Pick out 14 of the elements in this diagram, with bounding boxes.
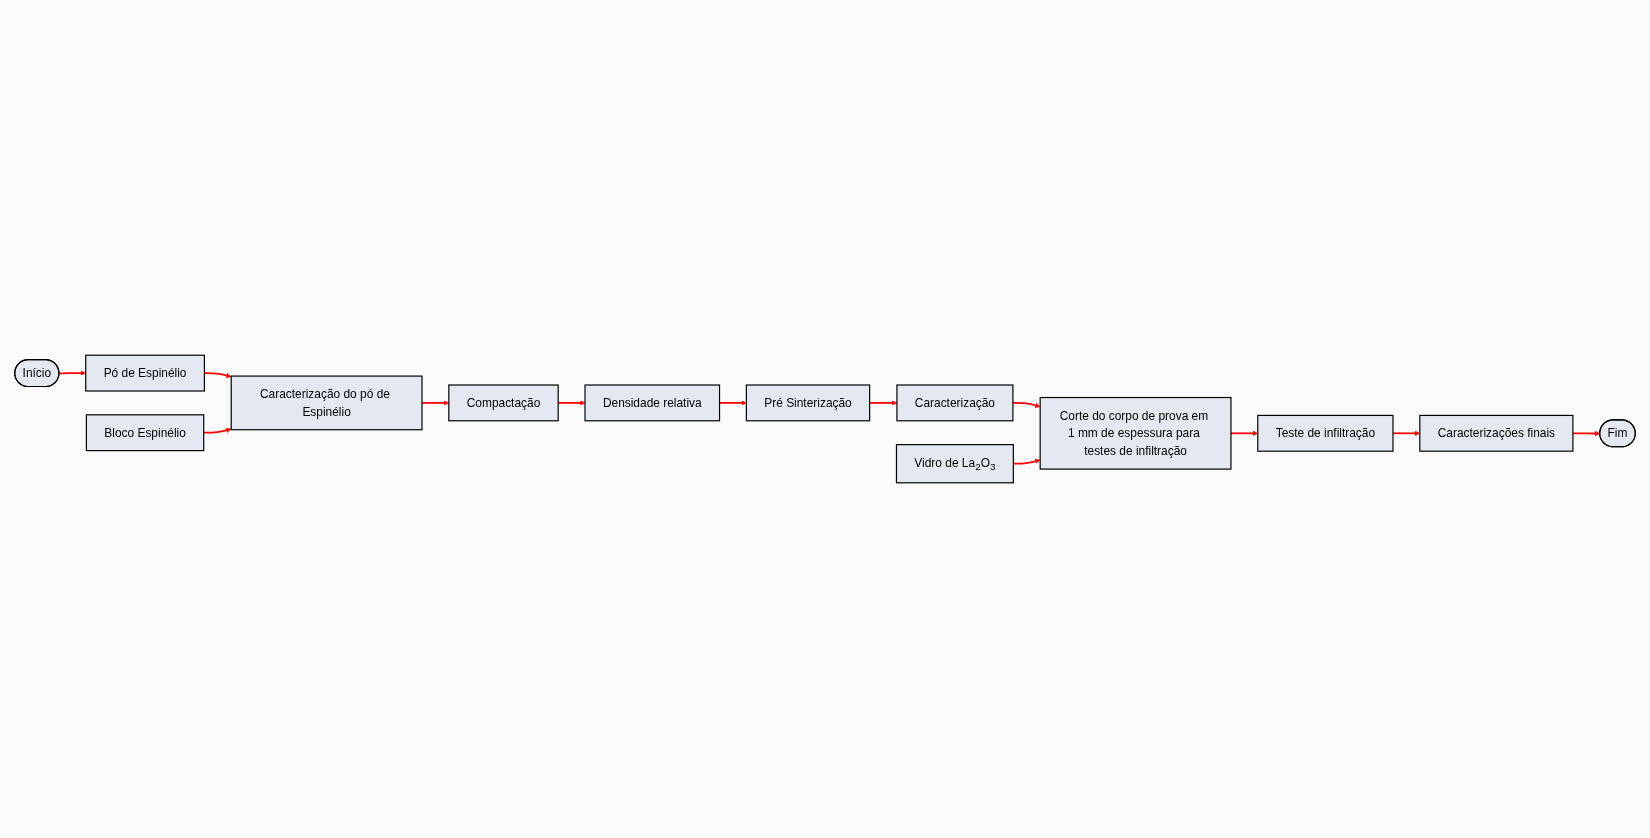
node-box: Pré Sinterização [745,384,871,422]
arrow [1572,430,1601,437]
node-box: Bloco Espinélio [85,414,205,452]
node-box: Densidade relativa [584,384,721,422]
node-box: Pó de Espinélio [85,354,205,392]
node-box: Caracterizações finais [1419,414,1574,452]
arrow [1012,402,1041,408]
node-box: Teste de infiltração [1257,414,1394,452]
arrow [58,370,86,376]
node-box: Vidro de La$_{2}$O$_{3}$ [895,444,1014,484]
node-box: Caracterização do pó de Espinélio [230,375,423,431]
node-box: Caracterização [896,384,1014,422]
node-box: Compactação [448,384,559,422]
node-box: Corte do corpo de prova em 1 mm de espessura para testes de infiltração [1039,396,1232,470]
